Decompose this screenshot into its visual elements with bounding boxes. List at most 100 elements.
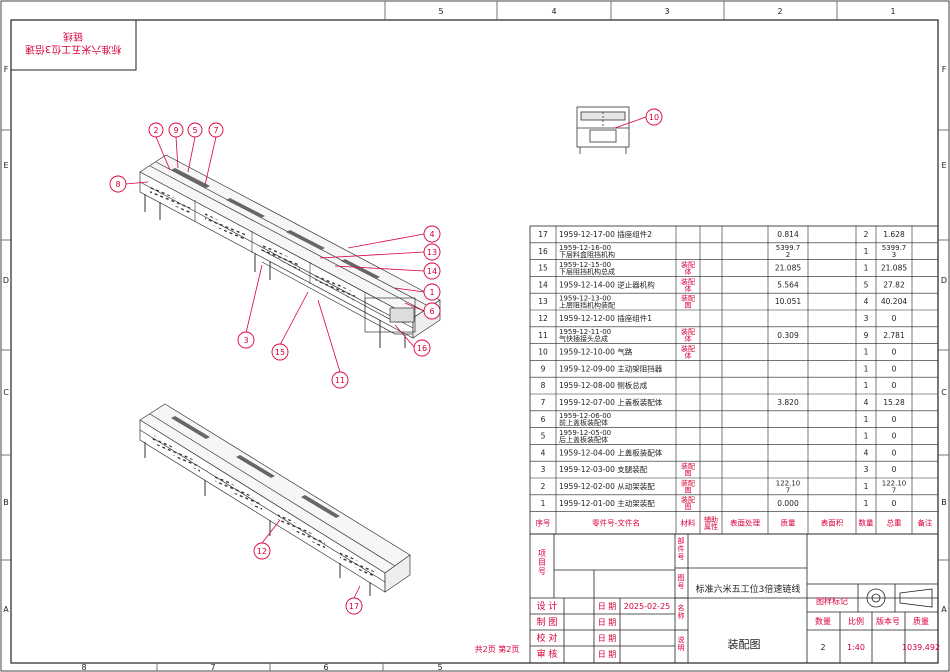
balloon-number: 5: [192, 126, 197, 135]
bom-cell: 1959-12-09-00 主动架阻挡器: [559, 363, 663, 373]
bom-cell: 1: [864, 381, 869, 390]
balloon-number: 2: [153, 126, 158, 135]
zone-labels-top: 5 4 3 2 1: [438, 7, 895, 16]
leader-lines: [125, 116, 647, 599]
bom-cell: 10: [538, 348, 548, 357]
balloon-8: 8: [109, 175, 127, 193]
balloon-number: 6: [429, 307, 434, 316]
bom-cell: 11: [538, 331, 548, 340]
weight-value: 1039.492: [902, 643, 940, 652]
bom-header-cell: 总重: [887, 517, 902, 527]
zone-label: F: [4, 65, 9, 74]
bom-cell: 12: [538, 314, 548, 323]
balloon-16: 16: [413, 339, 431, 357]
bom-cell: 9: [541, 364, 546, 373]
bom-cell: 4: [864, 297, 869, 306]
balloon-9: 9: [168, 122, 184, 138]
bom-cell: 21.085: [775, 264, 801, 273]
balloon-2: 2: [148, 122, 164, 138]
product-name: 标准六米五工位3倍速链线: [696, 583, 801, 595]
projection-circle-inner-icon: [871, 593, 881, 603]
balloon-number: 9: [173, 126, 178, 135]
bom-cell: 0: [892, 348, 897, 357]
zone-label: 4: [551, 7, 556, 16]
bom-cell: 10.051: [775, 297, 801, 306]
zone-label: 6: [323, 663, 328, 672]
balloon-12: 12: [253, 542, 271, 560]
qty-value: 2: [820, 643, 825, 652]
balloon-number: 7: [213, 126, 218, 135]
zone-label: 5: [438, 7, 443, 16]
bom-cell: 40.204: [881, 297, 907, 306]
title-block: [529, 533, 939, 664]
zone-label: A: [941, 605, 947, 614]
bom-cell: 1959-12-03-00 支腿装配: [559, 464, 648, 474]
front-view: [576, 106, 630, 154]
bom-cell: 3: [864, 314, 869, 323]
scale-value: 1:40: [847, 643, 865, 652]
bom-cell: 0: [892, 448, 897, 457]
balloon-number: 15: [275, 348, 285, 357]
zone-labels-bottom: 8 7 6 5: [81, 663, 442, 672]
weight-label: 质量: [913, 616, 929, 626]
part-no-label: 部件号: [678, 536, 685, 561]
date-label: 日 期: [598, 602, 617, 611]
balloon-number: 1: [429, 288, 434, 297]
sheet-title: 装配图: [728, 638, 761, 651]
bom-cell: 13: [538, 297, 548, 306]
bom-cell: 5: [864, 280, 869, 289]
zone-label: 1: [890, 7, 895, 16]
bom-cell: 装配图: [681, 478, 695, 494]
bom-header-cell: 表面积: [821, 517, 844, 527]
balloon-number: 10: [649, 113, 659, 122]
title-block-text: 项目号 部件号 图号 名称 说明 标准六米五工位3倍速链线 设 计 制 图 校 …: [475, 536, 940, 660]
bom-cell: 0: [892, 415, 897, 424]
iso-view-lower: [139, 403, 411, 596]
bom-cell: 2.781: [883, 331, 905, 340]
bom-cell: 1959-12-14-00 逆止器机构: [559, 279, 655, 289]
bom-header-cell: 备注: [918, 517, 933, 527]
bom-cell: 0: [892, 499, 897, 508]
zone-label: B: [941, 498, 947, 507]
check-label: 校 对: [537, 632, 558, 644]
zone-label: C: [3, 388, 9, 397]
balloon-4: 4: [423, 225, 441, 243]
bom-cell: 0.000: [777, 499, 799, 508]
bom-cell: 15: [538, 264, 548, 273]
bom-cell: 8: [541, 381, 546, 390]
bom-cell: 1959-12-01-00 主动架装配: [559, 498, 655, 508]
bom-cell: 27.82: [883, 280, 905, 289]
zone-label: D: [3, 276, 9, 285]
balloon-6: 6: [423, 302, 441, 320]
date-label: 日 期: [598, 634, 617, 643]
bom-cell: 2: [541, 482, 546, 491]
bom-cell: 1959-12-07-00 上盖板装配体: [559, 397, 663, 407]
balloon-15: 15: [271, 343, 289, 361]
note-label: 说明: [678, 635, 685, 652]
balloon-17: 17: [345, 597, 363, 615]
zone-label: F: [942, 65, 947, 74]
bom-cell: 21.085: [881, 264, 907, 273]
bom-header-cell: 序号: [536, 517, 551, 527]
bom-cell: 装配图: [681, 462, 695, 478]
design-date: 2025-02-25: [624, 602, 671, 611]
balloon-number: 13: [427, 248, 437, 257]
bom-cell: 15.28: [883, 398, 905, 407]
mark-label: 图样标记: [816, 596, 848, 606]
bom-cell: 14: [538, 280, 548, 289]
balloon-1: 1: [423, 283, 441, 301]
bom-cell: 4: [541, 448, 546, 457]
design-label: 设 计: [537, 600, 558, 612]
iso-view-upper: [139, 154, 441, 348]
stamp-text: 链线: [63, 30, 83, 43]
balloon-number: 3: [243, 336, 248, 345]
